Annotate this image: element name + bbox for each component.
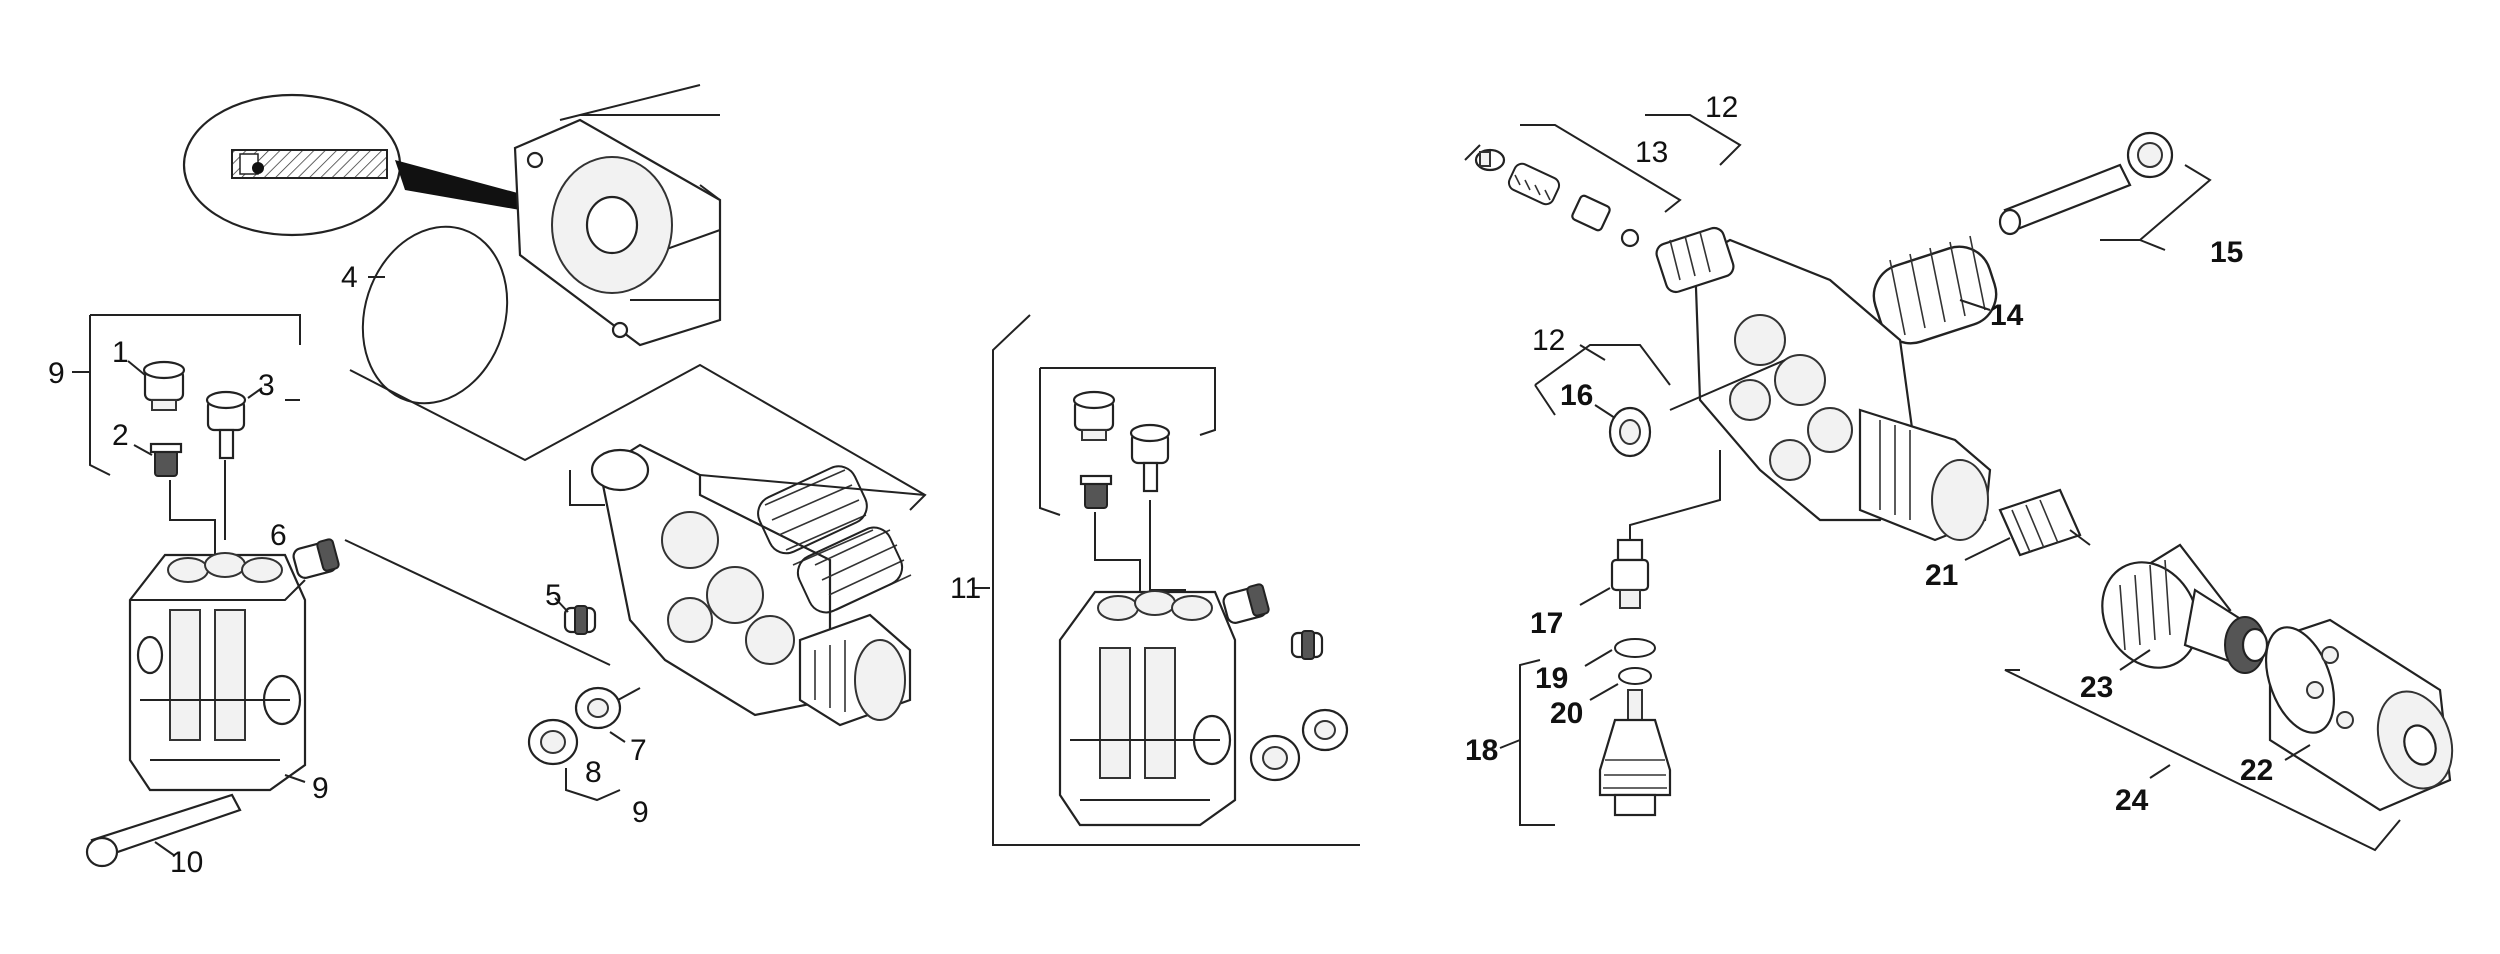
callout-12-top: 12 (1705, 91, 1738, 124)
callout-7: 7 (630, 734, 647, 767)
left-assembly-group: 4 (48, 84, 927, 879)
callout-6: 6 (270, 519, 287, 552)
callout-13: 13 (1635, 136, 1668, 169)
callout-20: 20 (1550, 697, 1583, 730)
detail-magnifier-bubble (182, 93, 525, 237)
relief-valve-cap (1474, 148, 1506, 172)
part-4-o-ring: 4 (341, 225, 509, 405)
kit-valve-body (1058, 590, 1237, 827)
callout-9-seals: 9 (632, 796, 649, 829)
callout-11: 11 (950, 572, 981, 605)
callout-5: 5 (545, 579, 562, 612)
relief-valve-spring (1507, 162, 1561, 206)
callout-22: 22 (2240, 754, 2273, 787)
relief-valve-oring (1620, 228, 1640, 248)
part-22-coupler-sleeve (2265, 618, 2454, 812)
callout-17: 17 (1530, 607, 1563, 640)
callout-14: 14 (1990, 299, 2024, 332)
part-21-fitting (1964, 488, 2091, 561)
callout-9-body: 9 (312, 772, 329, 805)
callout-3: 3 (258, 369, 275, 402)
kit-plug-b (1290, 630, 1324, 660)
callout-2: 2 (112, 419, 129, 452)
callout-1: 1 (112, 336, 129, 369)
callout-18: 18 (1465, 734, 1498, 767)
part-2-valve-insert (133, 442, 183, 477)
callout-21: 21 (1925, 559, 1958, 592)
callout-4: 4 (341, 261, 358, 294)
part-23-coupler (2101, 543, 2269, 674)
part-1-plug-cap (127, 360, 186, 411)
right-assembly-group: 12 13 15 (1464, 91, 2454, 852)
part-18-unloader-valve (1598, 689, 1672, 817)
part-5-plug (554, 597, 597, 635)
callout-24: 24 (2115, 784, 2149, 817)
callout-16: 16 (1560, 379, 1593, 412)
callout-23: 23 (2080, 671, 2113, 704)
pump-head-assembly (569, 443, 926, 727)
part-15-piston (1998, 131, 2212, 251)
kit-seal-b (1249, 734, 1301, 782)
part-3-valve-plug (205, 387, 263, 460)
part-8-seal (527, 718, 621, 802)
part-17-valve (1579, 538, 1650, 609)
piston-springs (757, 465, 912, 614)
part-7-seal (574, 686, 641, 743)
middle-kit-group: 11 (950, 314, 1360, 846)
part-20-oring (1618, 667, 1652, 685)
pump-housing-flange (513, 84, 722, 347)
part-14-spring (1872, 235, 1998, 345)
callout-8: 8 (585, 756, 602, 789)
part-6-plug (292, 538, 611, 666)
callout-9-upper: 9 (48, 357, 65, 390)
kit-plug-a (1222, 583, 1270, 624)
part-10-bolt (85, 793, 242, 868)
relief-valve-nut (1571, 194, 1611, 232)
kit-valve-plug (1129, 423, 1171, 493)
kit-plug-cap (1072, 390, 1116, 441)
kit-seal-a (1301, 708, 1349, 752)
callout-12-mid: 12 (1532, 324, 1565, 357)
part-16-seal (1594, 404, 1652, 458)
callout-15: 15 (2210, 236, 2243, 269)
valve-body-block (128, 552, 307, 792)
pump-head-housing (1655, 226, 1992, 542)
callout-10: 10 (170, 846, 203, 879)
kit-valve-insert (1079, 474, 1113, 509)
callout-19: 19 (1535, 662, 1568, 695)
part-19-oring (1614, 638, 1656, 658)
